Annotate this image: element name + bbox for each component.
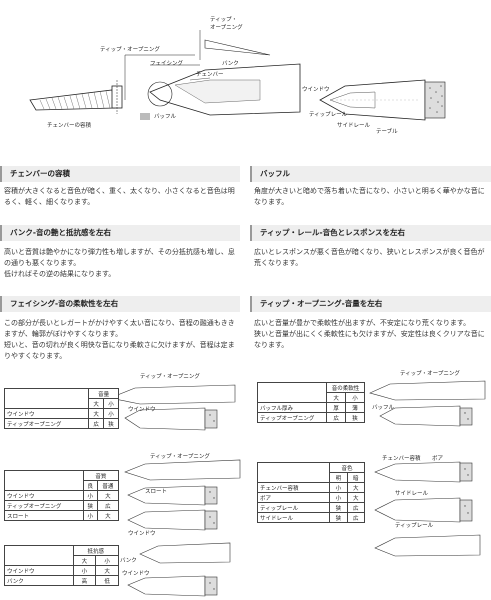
label-table: テーブル <box>376 129 398 135</box>
section-text-bank: 高いと音質は艶やかになり弾力性も増しますが、その分抵抗感も増し、息の通りも悪くな… <box>4 248 235 278</box>
section-title-bank: バンク-音の艶と抵抗感を左右 <box>0 225 240 241</box>
small-label-tip-rail: ティップレール <box>395 523 434 529</box>
label-window: ウインドウ <box>302 87 330 93</box>
section-text-baffle: 角度が大きいと暗めで落ち着いた音になり、小さいと明るく華やかな音になります。 <box>254 187 485 206</box>
section-title-chamber: チェンバーの容積 <box>0 166 240 182</box>
section-title-tipopening: ティップ・オープニング-音量を左右 <box>250 296 491 312</box>
section-title-tiprail: ティップ・レール-音色とレスポンスを左右 <box>250 225 491 241</box>
small-label-bank: バンク <box>120 558 137 564</box>
label-tip-opening: ティップ・オープニング <box>100 47 160 53</box>
section-text-chamber: 容積が大きくなると音色が暗く、重く、太くなり、小さくなると音色は明るく、軽く、細… <box>4 187 235 206</box>
table-volume: 音量 大小 ウインドウ大小 ティップオープニング広狭 <box>3 388 119 429</box>
table-tone-quality: 音質 良普通 ウインドウ小大 ティップオープニング狭広 スロート小大 <box>4 470 120 521</box>
label-baffle: バッフル <box>154 114 177 120</box>
section-text-tiprail: 広いとレスポンスが悪く音色が暗くなり、狭いとレスポンスが良く音色が荒くなります。 <box>254 248 485 267</box>
small-label-baffle: バッフル <box>372 405 395 411</box>
label-facing: フェイシング <box>150 61 184 67</box>
small-label-window-2: ウインドウ <box>128 531 156 537</box>
section-title-baffle: バッフル <box>250 166 491 182</box>
label-tip-rail: ティップレール <box>309 112 348 118</box>
table-tone-color: 音色 明暗 チェンバー容積小大 ボア小大 ティップレール狭広 サイドレール狭広 <box>256 462 366 523</box>
section-title-facing: フェイシング-音の柔軟性を左右 <box>0 296 240 312</box>
small-label-window-1: ウインドウ <box>128 407 156 413</box>
small-label-tip-opening-2: ティップ・オープニング <box>150 454 210 460</box>
small-label-tip-opening-3: ティップ・オープニング <box>400 371 460 377</box>
table-flexibility: 音の柔軟性 大小 バッフル厚み厚薄 ティップオープニング広狭 <box>256 382 365 423</box>
table-resistance: 抵抗感 大小 ウインドウ小大 バンク高低 <box>4 545 120 586</box>
small-label-side-rail: サイドレール <box>395 491 429 497</box>
small-label-throat: スロート <box>145 489 168 495</box>
small-label-window-3: ウインドウ <box>122 571 150 577</box>
label-side-rail: サイドレール <box>337 123 371 129</box>
label-chamber: チェンバー <box>196 72 224 78</box>
section-text-facing: この部分が長いとレガートがかけやすく太い音になり、音程の融通もききますが、輪郭が… <box>4 319 235 360</box>
label-chamber-shape: チェンバーの容積 <box>47 123 92 129</box>
section-text-tipopening: 広いと音量が豊かで柔軟性が出ますが、不安定になり荒くなります。 狭いと音量が出に… <box>254 319 485 349</box>
label-tip-opening2: ティップ・ オープニング <box>210 17 243 31</box>
small-label-chamber: チェンバー容積 <box>382 456 421 462</box>
small-label-tip-opening-1: ティップ・オープニング <box>140 374 200 380</box>
label-bank: バンク <box>222 61 239 67</box>
small-label-bore: ボア <box>432 456 444 462</box>
mouthpiece-diagram <box>29 30 446 121</box>
